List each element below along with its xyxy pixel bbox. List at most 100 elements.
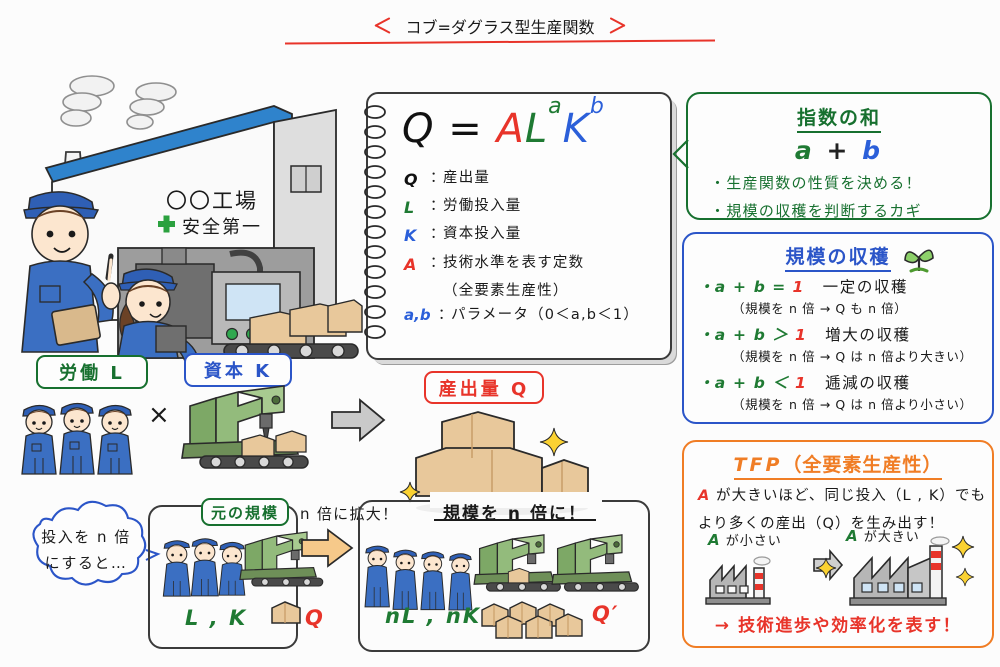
thought-cloud-icon (32, 500, 161, 586)
title-tick-left (374, 16, 392, 35)
returns-threshold: 1 (795, 326, 808, 344)
large-factory-icon (849, 536, 950, 606)
tfp-caption-small: A が小さい (708, 531, 782, 549)
status-light-green (225, 327, 239, 341)
formula-equals: = (448, 106, 483, 152)
safety-slogan-text: 安全第一 (182, 217, 262, 238)
returns-threshold: 1 (795, 374, 808, 392)
chip-labor: 労働 L (36, 355, 148, 389)
worker-male-illustration (21, 191, 121, 353)
right-arrow-icon (331, 398, 386, 442)
tfp-abbr: TFP (733, 454, 783, 476)
workers-group-small-illustration (162, 538, 246, 597)
formula-exponent-a: a (548, 93, 563, 119)
legend-text-k: 資本投入量 (443, 226, 522, 243)
conveyor-boxes (249, 299, 363, 345)
sprout-icon (904, 249, 934, 273)
exponent-sum-expression: a + b (688, 136, 990, 165)
cloud-line-1: 投入を n 倍 (41, 528, 131, 546)
original-inputs-label: L , K (185, 606, 248, 630)
returns-subnote: （規模を n 倍 → Q は n 倍より大きい） (732, 349, 973, 364)
tfp-A-symbol: A (698, 488, 711, 504)
callout-tail-icon (672, 139, 689, 169)
formula-exponent-b: b (589, 93, 605, 119)
legend-symbol-q: Q (404, 170, 418, 189)
legend-text-a: 技術水準を表す定数 (443, 254, 585, 271)
sum-term-a: a (794, 136, 815, 165)
returns-item: ・a + b = 1 一定の収穫 （規模を n 倍 → Q も n 倍） (698, 275, 992, 317)
returns-condition-left: ・a + b (698, 278, 767, 296)
formula-legend: Q ： 産出量 L ： 労働投入量 K ： 資本投入量 A ： 技術水準を表す定… (404, 168, 662, 332)
legend-colon: ： (430, 198, 445, 215)
returns-to-scale-panel: 規模の収穫 ・a + b = 1 一定の収穫 （規模を n 倍 → Q も n … (682, 232, 994, 424)
exponent-sum-heading: 指数の和 (688, 103, 990, 133)
tfp-body-line-1: A が大きいほど、同じ投入（L , K）でも (698, 484, 992, 505)
sparkle-icon (951, 535, 975, 559)
exponent-sum-panel: 指数の和 a + b ・生産関数の性質を決める！ ・規模の収穫を判断するカギ (686, 92, 992, 220)
tfp-conclusion: → 技術進歩や効率化を表す！ (714, 616, 962, 636)
cloud-line-2: にすると… (44, 554, 128, 573)
formula-q: Q (402, 106, 435, 152)
legend-text-params: パラメータ（0＜a,b＜1） (451, 306, 640, 323)
tfp-caption-large: A が大きい (846, 527, 920, 545)
legend-row: A ： 技術水準を表す定数 (404, 253, 662, 276)
formula-K: K (562, 106, 590, 152)
scaled-output-boxes-illustration (481, 601, 583, 639)
legend-row: L ： 労働投入量 (404, 196, 662, 219)
cnc-machine-scaled-2 (551, 534, 639, 592)
tfp-body-rest: が大きいほど、同じ投入（L , K）でも (710, 488, 987, 504)
legend-symbol-a: A (404, 254, 417, 274)
scaled-chip-underline (434, 519, 596, 521)
legend-symbol-l: L (404, 198, 415, 218)
page-title-area: コブ=ダグラス型生産関数 (0, 8, 1000, 45)
page-title: コブ=ダグラス型生産関数 (405, 17, 595, 37)
returns-label: 増大の収穫 (825, 326, 911, 344)
clipboard-icon (51, 304, 101, 346)
original-output-label: Q (305, 606, 325, 630)
pointing-hand-icon (101, 282, 121, 310)
sum-term-b: b (862, 136, 884, 165)
chip-original-scale: 元の規模 (201, 498, 289, 526)
panel-notch-mask (430, 492, 602, 508)
formula-L: L (524, 106, 549, 152)
returns-item: ・a + b ＜ 1 逓減の収穫 （規模を n 倍 → Q は n 倍より小さい… (698, 371, 992, 413)
returns-threshold: 1 (792, 278, 805, 296)
legend-row: K ： 資本投入量 (404, 224, 662, 247)
legend-colon: ： (430, 170, 445, 186)
legend-row: Q ： 産出量 (404, 168, 662, 191)
scale-note: n 倍に拡大！ (300, 505, 399, 523)
sum-plus: + (826, 136, 851, 165)
formula-notepad: Q = ALaKb Q ： 産出量 L ： 労働投入量 K ： 資本投入量 A (366, 92, 672, 360)
formula-A: A (496, 106, 525, 152)
times-symbol: × (148, 400, 170, 430)
legend-colon: ： (430, 254, 445, 271)
chip-capital: 資本 K (184, 353, 292, 387)
title-tick-right (608, 16, 626, 35)
workers-group-scaled-illustration (364, 545, 473, 611)
scaled-inputs-label: nL , nK (385, 604, 482, 628)
factory-scene-illustration: 〇〇工場 安全第一 (21, 75, 363, 365)
legend-text-l: 労働投入量 (443, 198, 522, 215)
returns-subnote: （規模を n 倍 → Q も n 倍） (732, 301, 908, 316)
legend-text-q: 産出量 (443, 170, 491, 186)
green-cross-icon (158, 215, 175, 233)
exponent-sum-bullet: ・規模の収穫を判断するカギ (710, 202, 922, 220)
exponent-sum-bullet: ・生産関数の性質を決める！ (710, 174, 922, 192)
returns-operator: = (772, 278, 787, 296)
small-factory-icon (705, 556, 771, 605)
returns-item: ・a + b ＞ 1 増大の収穫 （規模を n 倍 → Q は n 倍より大きい… (698, 323, 992, 365)
returns-operator: ＜ (772, 374, 789, 392)
sparkle-icon (955, 567, 975, 587)
smoke-icon (60, 75, 177, 130)
orange-right-arrow-icon (301, 528, 354, 568)
factory-sign-text: 〇〇工場 (166, 189, 258, 213)
tfp-comparison-figures: A が小さい A が大きい (694, 527, 986, 608)
legend-subnote: （全要素生産性） (443, 282, 569, 299)
legend-row-params: a,b ： パラメータ（0＜a,b＜1） (404, 305, 662, 327)
control-screen (225, 283, 281, 321)
scaled-output-label: Q′ (592, 602, 620, 626)
returns-to-scale-heading: 規模の収穫 (684, 242, 992, 272)
tfp-heading: TFP（全要素生産性） (684, 450, 992, 480)
returns-condition-left: ・a + b (698, 374, 767, 392)
